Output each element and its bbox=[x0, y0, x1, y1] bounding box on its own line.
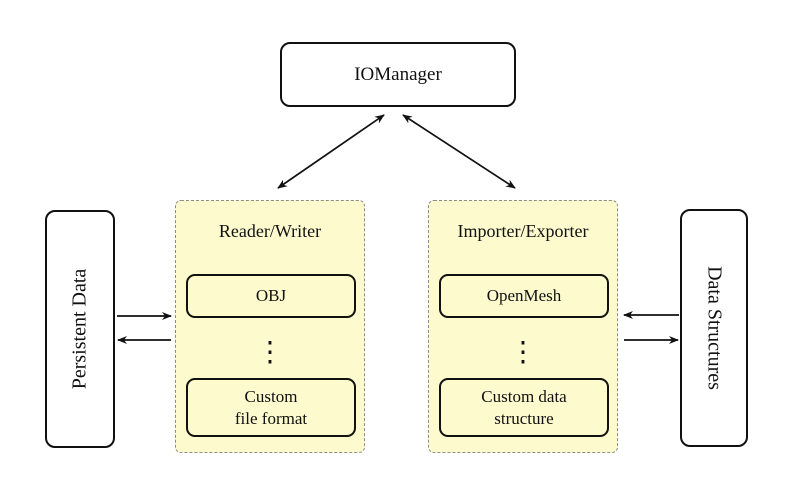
node-openmesh-label: OpenMesh bbox=[486, 286, 562, 305]
arrow-iomanager-importerexporter bbox=[402, 114, 516, 189]
node-custom-data-structure-line1: Custom data bbox=[481, 386, 567, 406]
node-obj: OBJ bbox=[186, 274, 356, 318]
node-custom-file-format: Custom file format bbox=[186, 378, 356, 437]
node-iomanager: IOManager bbox=[280, 42, 516, 107]
node-persistent-data: Persistent Data bbox=[45, 210, 115, 448]
node-custom-file-format-line2: file format bbox=[234, 408, 308, 428]
group-reader-writer-title: Reader/Writer bbox=[218, 221, 322, 241]
group-reader-writer: Reader/Writer OBJ ⋮ Custom file format bbox=[175, 200, 365, 453]
vertical-ellipsis: ⋮ bbox=[256, 334, 284, 368]
node-obj-label: OBJ bbox=[255, 286, 287, 305]
group-importer-exporter: Importer/Exporter OpenMesh ⋮ Custom data… bbox=[428, 200, 618, 453]
arrow-iomanager-readerwriter bbox=[277, 114, 385, 189]
group-importer-exporter-title: Importer/Exporter bbox=[457, 221, 589, 241]
node-persistent-data-label: Persistent Data bbox=[68, 268, 91, 390]
node-data-structures-label: Data Structures bbox=[703, 266, 726, 390]
vertical-ellipsis: ⋮ bbox=[509, 334, 537, 368]
node-custom-data-structure: Custom data structure bbox=[439, 378, 609, 437]
node-openmesh: OpenMesh bbox=[439, 274, 609, 318]
node-custom-data-structure-line2: structure bbox=[494, 408, 554, 428]
node-iomanager-label: IOManager bbox=[354, 63, 442, 85]
node-custom-file-format-line1: Custom bbox=[244, 386, 298, 406]
node-data-structures: Data Structures bbox=[680, 209, 748, 447]
